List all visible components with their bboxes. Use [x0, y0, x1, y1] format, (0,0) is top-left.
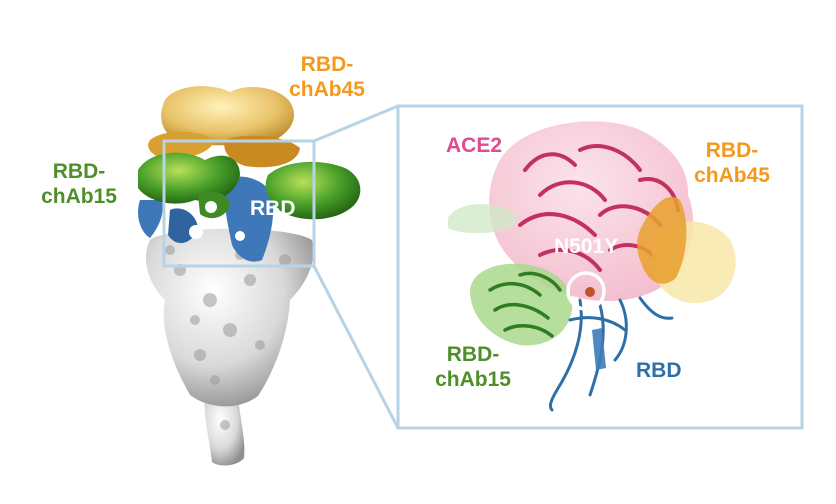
chab45-chain [637, 196, 687, 284]
spike-stalk [204, 395, 245, 466]
zoom-label-n501y: N501Y [554, 235, 619, 258]
spike-chab15-density [138, 152, 240, 204]
chab15-strands [488, 271, 562, 338]
rbd-cartoon [548, 296, 674, 412]
rbd-sheet [592, 328, 606, 370]
zoom-label-rbd: RBD [636, 359, 682, 382]
overview-label-rbd-chab45: RBD- chAb45 [289, 53, 365, 101]
zoom-structure [448, 121, 736, 412]
spike-surface-hole [189, 225, 203, 239]
overview-label-rbd-chab15: RBD- chAb15 [41, 160, 117, 208]
spike-chab45-density [161, 86, 295, 146]
n501y-residue [585, 287, 595, 297]
zoom-connector-top [313, 104, 399, 143]
spike-surface-hole [235, 231, 245, 241]
spike-body-texture [165, 245, 291, 430]
n501y-highlight-circle [566, 271, 606, 311]
spike-body [145, 228, 314, 407]
spike-chab45-density [224, 135, 300, 168]
overview-label-rbd: RBD [250, 197, 296, 220]
ace2-helices [518, 144, 680, 272]
ace2-extension [448, 204, 517, 234]
spike-rbd-chain [224, 176, 274, 262]
spike-overview-map [138, 86, 361, 466]
zoom-connector-bottom [312, 265, 400, 429]
overview-selection-box [162, 139, 316, 268]
zoom-label-rbd-chab45: RBD- chAb45 [694, 139, 770, 187]
zoom-label-ace2: ACE2 [446, 134, 503, 157]
zoom-label-rbd-chab15: RBD- chAb15 [435, 343, 511, 391]
spike-rbd-chain [138, 200, 163, 238]
spike-surface-hole [205, 201, 217, 213]
